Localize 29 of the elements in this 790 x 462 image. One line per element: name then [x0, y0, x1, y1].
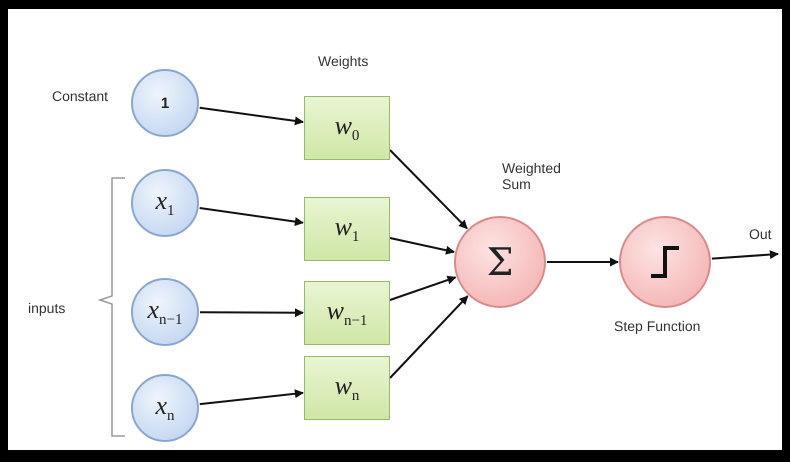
arrow — [390, 276, 456, 301]
weight-label: w$_{n}$ — [334, 370, 360, 406]
arrow — [200, 206, 304, 226]
node-caption: Step Function — [614, 318, 700, 334]
weight-box — [304, 356, 390, 420]
weight-label: w$_{n−1}$ — [326, 296, 368, 330]
node-caption: Constant — [52, 88, 108, 104]
input-label: x$_{n−1}$ — [147, 294, 182, 330]
input-label: 1 — [160, 94, 170, 112]
arrow — [200, 106, 304, 126]
sigma-symbol: Σ — [486, 240, 514, 284]
node-caption: Weighted Sum — [502, 160, 562, 192]
arrow — [200, 389, 304, 406]
group-label: inputs — [28, 300, 66, 316]
arrow — [712, 250, 779, 260]
arrow — [389, 295, 468, 379]
weight-box — [304, 96, 390, 160]
arrow — [200, 308, 304, 318]
weight-box — [304, 197, 390, 261]
edge-label: Out — [746, 226, 774, 242]
arrow — [547, 258, 619, 266]
input-label: x$_{n}$ — [155, 390, 175, 426]
input-label: x$_{1}$ — [155, 186, 175, 220]
weight-label: w$_{0}$ — [334, 110, 360, 146]
arrow — [389, 149, 468, 230]
weight-box — [304, 281, 390, 345]
arrow — [390, 237, 455, 255]
column-heading: Weights — [318, 53, 368, 69]
weight-label: w$_{1}$ — [334, 212, 360, 246]
